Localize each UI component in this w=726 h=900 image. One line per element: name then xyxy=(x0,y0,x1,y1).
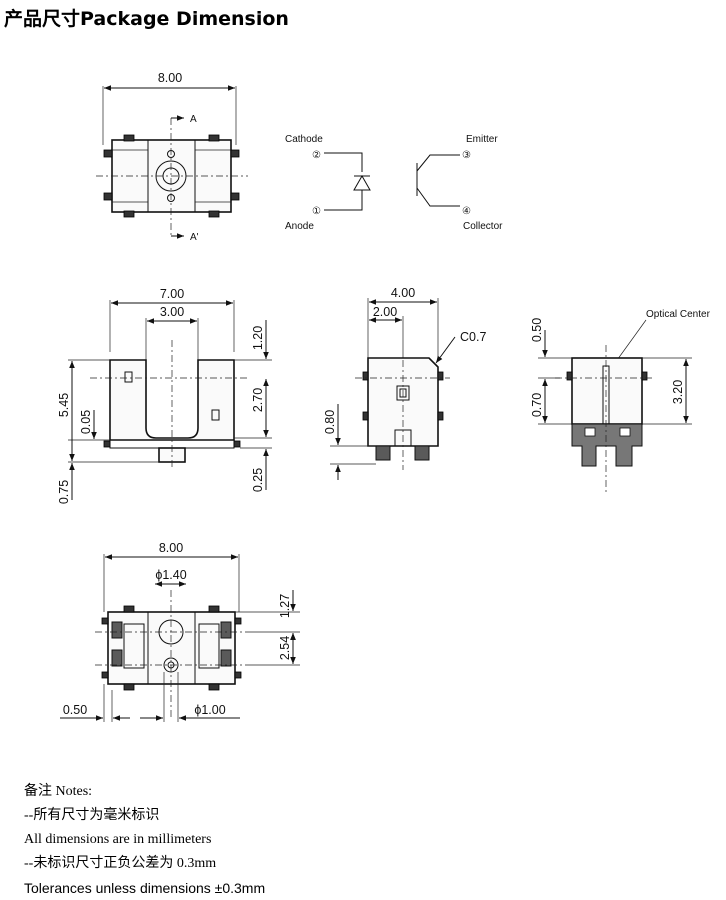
bottom-edge-dim: 0.50 xyxy=(63,703,87,717)
bottom-hole-big-dim: ϕ1.40 xyxy=(155,568,186,582)
section-top-dim: 0.50 xyxy=(530,318,544,342)
page-title: 产品尺寸Package Dimension xyxy=(4,8,289,30)
bottom-pitch-dim: 2.54 xyxy=(278,636,292,660)
bottom-width-dim: 8.00 xyxy=(159,541,183,555)
side-width-dim: 4.00 xyxy=(391,286,415,300)
front-leg-dim: 0.75 xyxy=(57,480,71,504)
notes-line-4: Tolerances unless dimensions ±0.3mm xyxy=(24,880,266,896)
section-hatch xyxy=(571,423,643,467)
side-chamfer-label: C0.7 xyxy=(460,330,486,344)
front-width-dim: 7.00 xyxy=(160,287,184,301)
section-center-dim: 3.20 xyxy=(671,380,685,404)
led-diode-icon xyxy=(353,174,371,191)
top-view: 8.00 A A' xyxy=(96,71,248,243)
pin-anode: ① xyxy=(312,206,321,217)
front-slot-dim: 3.00 xyxy=(160,305,184,319)
notes: 备注 Notes: --所有尺寸为毫米标识 All dimensions are… xyxy=(24,780,265,900)
front-height-dim: 5.45 xyxy=(57,393,71,417)
emitter-label: Emitter xyxy=(466,134,498,145)
section-a-label: A xyxy=(190,114,197,125)
front-view: 7.00 3.00 1.20 2.70 0.25 5.45 0.05 xyxy=(57,287,272,504)
optical-center-label: Optical Center xyxy=(646,309,711,320)
side-standoff-dim: 0.80 xyxy=(323,410,337,434)
front-top-dim: 1.20 xyxy=(251,326,265,350)
notes-heading: 备注 Notes: xyxy=(24,784,93,799)
pin-cathode: ② xyxy=(312,150,321,161)
pin-emitter: ③ xyxy=(462,150,471,161)
pin-collector: ④ xyxy=(462,206,471,217)
front-bottom-dim: 0.25 xyxy=(251,468,265,492)
section-view: Optical Center 0.50 0.70 3.20 xyxy=(530,309,711,492)
notes-line-3: --未标识尺寸正负公差为 0.3mm xyxy=(24,856,217,871)
bottom-view: 8.00 ϕ1.40 1.27 xyxy=(60,541,300,722)
collector-label: Collector xyxy=(463,221,503,232)
cathode-label: Cathode xyxy=(285,134,323,145)
bottom-hole-small-dim: ϕ1.00 xyxy=(194,703,225,717)
section-mid-dim: 0.70 xyxy=(530,393,544,417)
front-base-dim: 0.05 xyxy=(79,410,93,434)
section-a-prime-label: A' xyxy=(190,232,199,243)
schematic: Cathode ② ① Anode Emitter ③ ④ Collector xyxy=(285,134,503,232)
side-view: 4.00 2.00 C0.7 0.80 xyxy=(323,286,486,480)
front-slot-depth-dim: 2.70 xyxy=(251,388,265,412)
top-width-dim: 8.00 xyxy=(158,71,182,85)
notes-line-2: All dimensions are in millimeters xyxy=(24,832,212,847)
bottom-pitch-top-dim: 1.27 xyxy=(278,594,292,618)
anode-label: Anode xyxy=(285,221,314,232)
notes-line-1: --所有尺寸为毫米标识 xyxy=(24,808,160,823)
side-half-dim: 2.00 xyxy=(373,305,397,319)
